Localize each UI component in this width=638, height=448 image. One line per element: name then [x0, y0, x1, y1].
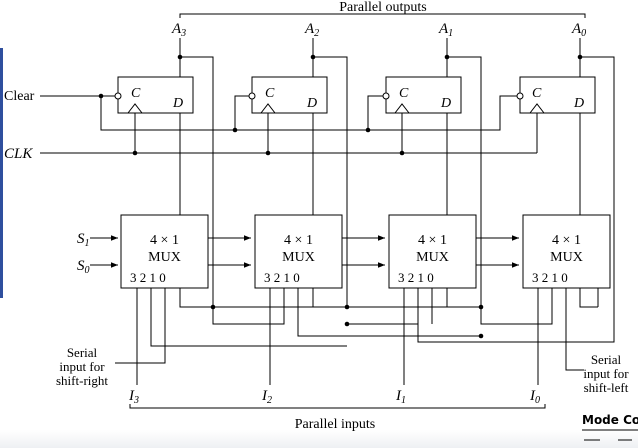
clear-bubble [516, 92, 524, 100]
bottom-strip [0, 430, 638, 448]
clear-label: Clear [4, 89, 35, 104]
mux-label: MUX [416, 250, 449, 265]
flipflop-a3: C D [114, 76, 194, 114]
mux-3: 4 × 1 MUX 3 2 1 0 [120, 214, 209, 289]
ff-clear-pin: C [532, 86, 542, 101]
mux-label: MUX [148, 250, 181, 265]
serial-right-label: Serial input for shift-right [56, 345, 108, 388]
flipflop-a0: C D [516, 76, 596, 114]
ff-clear-pin: C [131, 86, 141, 101]
flipflop-a2: C D [248, 76, 328, 114]
mux-size: 4 × 1 [418, 233, 447, 248]
svg-text:shift-left: shift-left [584, 380, 629, 395]
select-label-s0: S0 [77, 258, 90, 276]
ff-clear-pin: C [399, 86, 409, 101]
clock-triangle [529, 103, 545, 114]
mux-2: 4 × 1 MUX 3 2 1 0 [254, 214, 343, 289]
mux-size: 4 × 1 [552, 233, 581, 248]
ff-data-pin: D [172, 96, 183, 111]
select-label-s1: S1 [77, 231, 90, 249]
svg-text:shift-right: shift-right [56, 373, 108, 388]
parallel-inputs-title: Parallel inputs [295, 417, 376, 432]
mux-label: MUX [550, 250, 583, 265]
output-label-a0: A0 [571, 21, 586, 39]
serial-left-label: Serial input for shift-left [583, 352, 629, 395]
input-label-i1: I1 [395, 388, 406, 406]
input-label-i3: I3 [128, 388, 139, 406]
mux-size: 4 × 1 [150, 233, 179, 248]
ff-clear-pin: C [265, 86, 275, 101]
ff-data-pin: D [306, 96, 317, 111]
junction-dots [98, 54, 583, 339]
input-label-i2: I2 [261, 388, 272, 406]
mode-control-heading: Mode Contr [582, 413, 638, 427]
svg-text:input for: input for [59, 359, 105, 374]
mux-size: 4 × 1 [284, 233, 313, 248]
output-label-a3: A3 [171, 21, 186, 39]
output-label-a1: A1 [438, 21, 453, 39]
clock-triangle [127, 103, 143, 114]
clear-bubble [114, 92, 122, 100]
svg-text:input for: input for [583, 366, 629, 381]
clock-triangle [394, 103, 410, 114]
mux-pins: 3 2 1 0 [264, 270, 300, 285]
clk-label: CLK [4, 146, 33, 162]
svg-text:Serial: Serial [591, 352, 622, 367]
flipflop-a1: C D [382, 76, 462, 114]
clear-bubble [248, 92, 256, 100]
wires [40, 13, 615, 409]
mux-pins: 3 2 1 0 [398, 270, 434, 285]
input-label-i0: I0 [529, 388, 540, 406]
mux-0: 4 × 1 MUX 3 2 1 0 [522, 214, 611, 289]
mux-pins: 3 2 1 0 [532, 270, 568, 285]
svg-text:Serial: Serial [67, 345, 98, 360]
output-label-a2: A2 [304, 21, 319, 39]
mux-pins: 3 2 1 0 [130, 270, 166, 285]
ff-data-pin: D [573, 96, 584, 111]
parallel-outputs-title: Parallel outputs [339, 0, 427, 15]
clear-bubble [382, 92, 390, 100]
clock-triangle [260, 103, 276, 114]
ff-data-pin: D [440, 96, 451, 111]
window-edge-accent [0, 48, 3, 298]
mux-label: MUX [282, 250, 315, 265]
mux-1: 4 × 1 MUX 3 2 1 0 [388, 214, 477, 289]
